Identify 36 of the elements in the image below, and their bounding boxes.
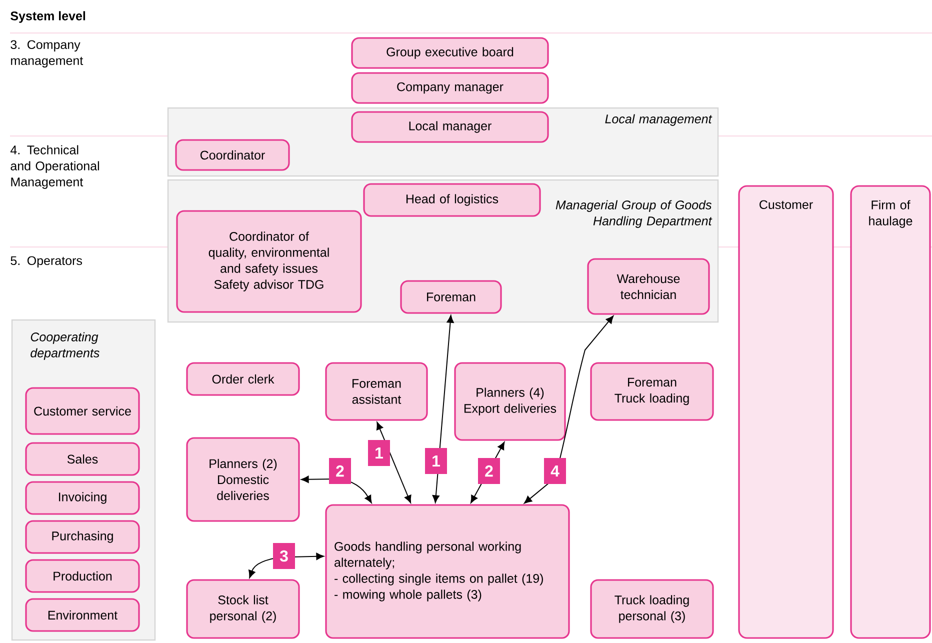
role-box: Production	[25, 559, 140, 593]
role-box: Head of logistics	[363, 183, 541, 217]
role-box: Planners (4) Export deliveries	[454, 362, 566, 441]
role-box: Foreman assistant	[325, 362, 428, 421]
role-box: Company manager	[351, 72, 549, 104]
number-badge: 1	[425, 448, 447, 474]
role-box: Invoicing	[25, 481, 140, 515]
role-box: Planners (2) Domestic deliveries	[186, 437, 300, 522]
role-box: Warehouse technician	[587, 258, 710, 315]
role-box: Coordinator of quality, environmental and safety issues Safety advisor TDG	[176, 210, 362, 313]
level-label: 3. Company management	[10, 40, 84, 68]
number-badge: 1	[368, 440, 390, 466]
level-label: 5. Operators	[10, 256, 82, 268]
role-box: Local manager	[351, 111, 549, 143]
role-box: Goods handling personal working alternately; - collecting single items on pallet (19) - mowing whole pallets (3)	[325, 504, 570, 639]
level-label: 4. Technical and Operational Management	[10, 145, 99, 189]
role-box: Sales	[25, 442, 140, 476]
role-box: Coordinator	[175, 139, 290, 171]
role-box: Stock list personal (2)	[186, 579, 300, 639]
arrow	[248, 552, 324, 578]
role-box: Environment	[25, 598, 140, 632]
role-box: Truck loading personal (3)	[590, 579, 714, 639]
column-box: Firm of haulage	[850, 185, 931, 639]
number-badge: 2	[478, 458, 500, 484]
column-box: Customer	[738, 185, 834, 639]
role-box: Group executive board	[351, 37, 549, 69]
number-badge: 4	[544, 458, 566, 484]
role-box: Foreman Truck loading	[590, 362, 714, 421]
role-box: Customer service	[25, 387, 140, 435]
role-box: Order clerk	[186, 362, 300, 396]
role-box: Purchasing	[25, 520, 140, 554]
column-heading: System level	[10, 11, 86, 23]
arrow	[524, 316, 614, 504]
number-badge: 2	[329, 458, 351, 484]
number-badge: 3	[273, 543, 295, 569]
role-box: Foreman	[400, 280, 502, 314]
